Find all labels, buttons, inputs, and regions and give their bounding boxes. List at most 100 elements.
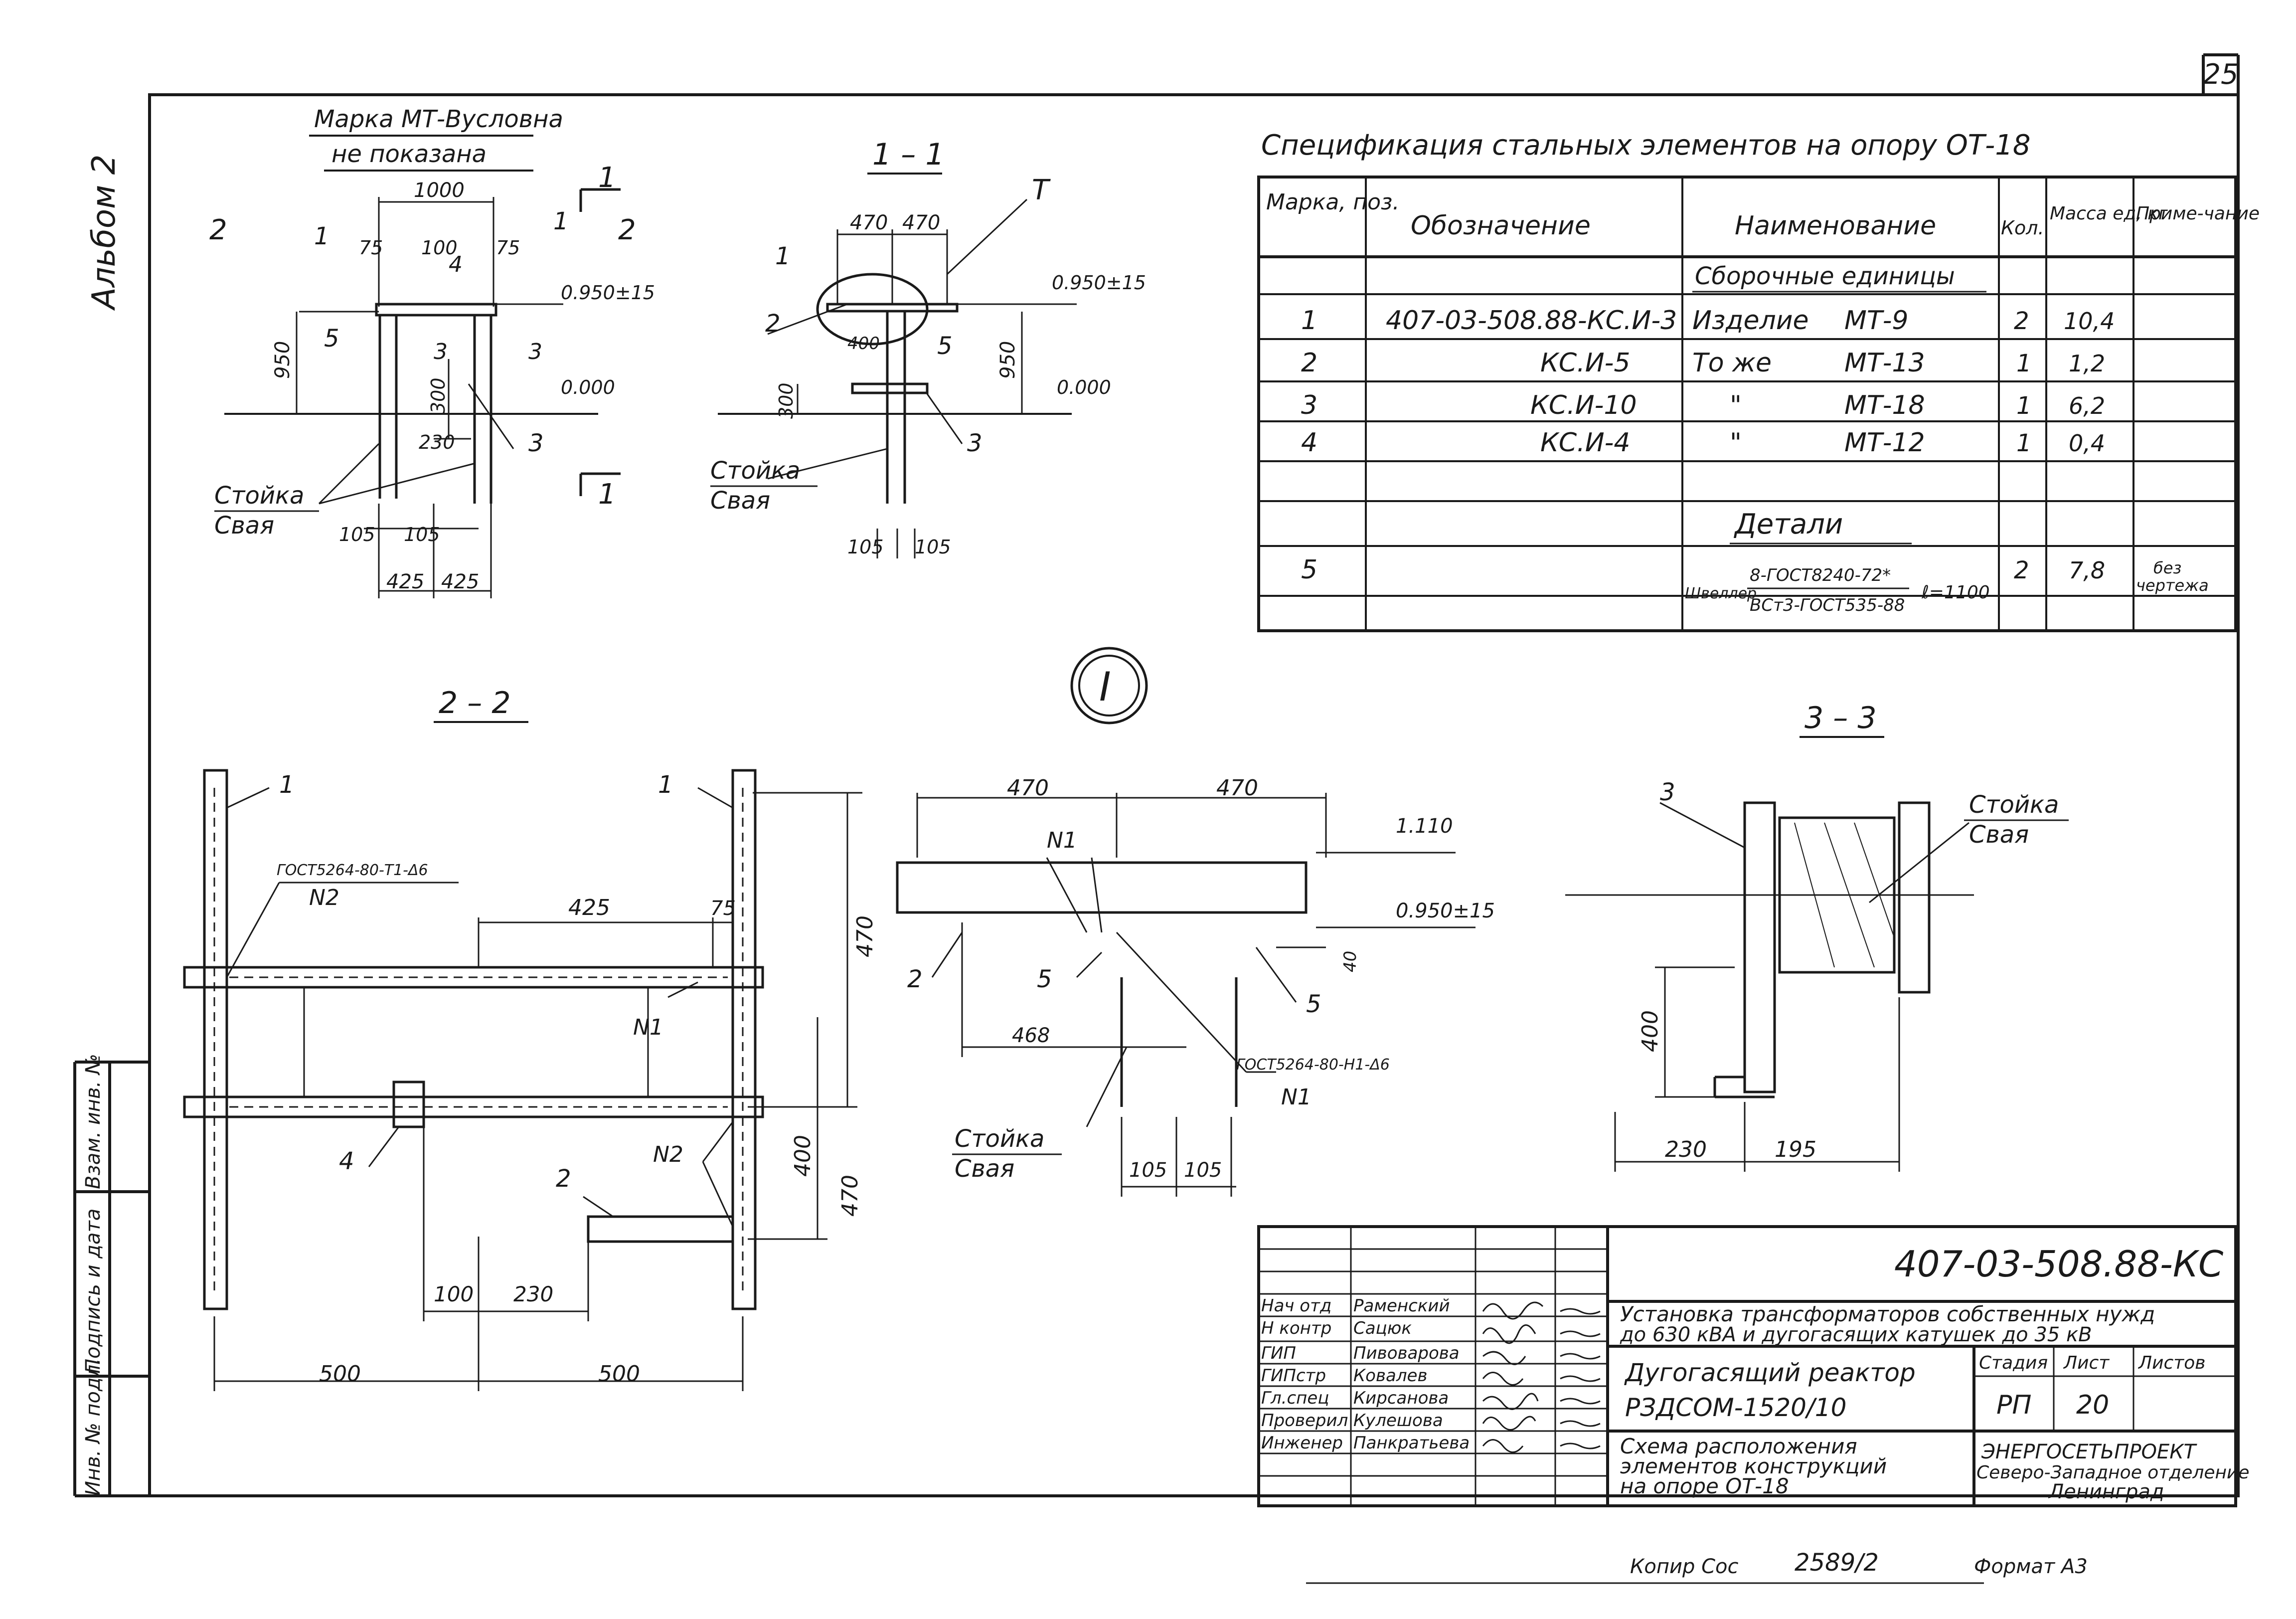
s11-pos-3: 3 [967,429,983,457]
s22-dim-75: 75 [710,897,736,920]
s22-pos-1b: 1 [658,771,673,799]
stage-header: Стадия [1979,1353,2048,1373]
role-3: ГИПстр [1261,1366,1326,1386]
main-cut-1a: 1 [598,162,616,194]
footer-format: Формат А3 [1974,1555,2088,1578]
spec-row5-note2: чертежа [2136,576,2209,595]
spec-row3-code: КС.И-10 [1530,390,1637,420]
spec-row1-name: Изделие [1692,306,1809,336]
main-dim-230: 230 [419,431,455,453]
s22-dim-500b: 500 [598,1361,640,1387]
main-post-label: Стойка [214,482,304,510]
s33-post-label: Стойка [1969,791,2059,819]
nd-dim-470b: 470 [1216,775,1258,801]
name-1: Сацюк [1353,1318,1412,1338]
s33-title: 3 – 3 [1804,701,1877,735]
s11-dim-105a: 105 [847,536,884,558]
s33-pile-label: Свая [1969,821,2029,849]
spec-header-name: Наименование [1735,211,1936,241]
section-3-3: 3 – 3 3 Стойка Свая 400 230 [1565,701,2069,1172]
spec-row3-name: " [1730,390,1742,420]
s11-level-zero: 0.000 [1057,376,1111,398]
main-pile-label: Свая [214,512,274,540]
s22-pos-1a: 1 [279,771,295,799]
node-detail: 470 470 N1 1.110 0.950±15 40 2 5 5 468 Г… [896,775,1495,1197]
s11-post-label: Стойка [710,457,800,485]
s22-weld-top: ГОСТ5264-80-Т1-Δ6 [277,862,428,879]
section-2-2: 2 – 2 [183,686,878,1391]
s11-pile-label: Свая [710,487,770,515]
name-5: Кулешова [1353,1411,1443,1431]
spec-row4-pos: 4 [1301,428,1317,458]
s33-dim-195: 195 [1775,1137,1816,1162]
main-dim-425b: 425 [441,570,479,593]
nd-n1: N1 [1047,828,1077,853]
spec-row2-name: То же [1692,348,1772,378]
s22-n2: N2 [653,1142,683,1167]
role-1: Н контр [1261,1318,1331,1338]
s11-dim-470b: 470 [902,211,940,234]
spec-row4-mass: 0,4 [2069,430,2105,457]
node-marker-label: I [1099,664,1111,710]
name-0: Раменский [1353,1296,1450,1316]
nd-dim-40: 40 [1340,951,1360,972]
main-dim-425a: 425 [386,570,424,593]
main-dim-105a: 105 [339,524,375,545]
spec-header-note: Приме-чание [2136,203,2260,224]
spec-row3-pos: 3 [1301,390,1317,420]
spec-row1-qty: 2 [2014,307,2029,335]
org-line1: ЭНЕРГОСЕТЬПРОЕКТ [1981,1440,2198,1463]
main-pos-5: 5 [324,325,339,353]
nd-pos-5a: 5 [1037,965,1052,993]
sheet-line2: элементов конструкций [1620,1454,1887,1478]
main-pos-4: 4 [449,252,463,277]
main-dim-950: 950 [271,341,294,379]
main-dim-75a: 75 [359,237,383,259]
node-marker: I [1070,647,1148,724]
s22-dim-500a: 500 [319,1361,361,1387]
main-cut-3a: 3 [434,339,448,364]
spec-row5-qty: 2 [2014,556,2029,584]
s22-dim-400: 400 [790,1135,816,1177]
spec-row5-pos: 5 [1301,555,1317,585]
title-block: 407-03-508.88-КС Нач отд Н контр ГИП ГИП… [1257,1225,2250,1507]
spec-row2-pos: 2 [1301,348,1317,378]
nd-weld-n: N1 [1281,1084,1312,1110]
role-6: Инженер [1261,1433,1343,1453]
note-line1: Марка МТ-Вусловна [314,105,563,133]
nd-dim-105a: 105 [1129,1159,1167,1182]
org-line2: Северо-Западное отделение [1976,1462,2250,1483]
name-2: Пивоварова [1353,1343,1460,1363]
s22-dim-470: 470 [852,915,878,957]
album-label: Альбом 2 [86,155,123,311]
spec-row5-mass: 7,8 [2069,557,2105,584]
spec-table: Спецификация стальных элементов на опору… [1257,129,2260,632]
s22-title: 2 – 2 [439,686,511,720]
spec-group-assemblies: Сборочные единицы [1695,262,1955,290]
s11-title: 1 – 1 [872,137,945,172]
footer-copied: Копир Сос [1630,1555,1739,1578]
spec-row2-mark: МТ-13 [1844,348,1925,378]
s11-dim-105b: 105 [915,536,951,558]
main-dim-105b: 105 [404,524,440,545]
s22-pos-2: 2 [556,1165,571,1193]
main-cut-2b: 2 [618,214,636,246]
nd-weld: ГОСТ5264-80-Н1-Δ6 [1236,1056,1390,1074]
spec-row5-prefix: Швеллер [1685,585,1757,602]
main-level-zero: 0.000 [561,376,615,398]
main-level-top: 0.950±15 [561,282,655,304]
main-cut-2: 2 [209,214,227,246]
role-2: ГИП [1261,1343,1296,1363]
spec-header-pos: Марка, поз. [1266,189,1399,215]
s33-pos-3: 3 [1660,778,1675,806]
spec-row2-mass: 1,2 [2069,350,2105,377]
s11-pos-1: 1 [775,242,791,270]
spec-row2-code: КС.И-5 [1540,348,1631,378]
sheets-header: Листов [2137,1353,2205,1373]
name-4: Кирсанова [1353,1388,1449,1408]
project-line1: Установка трансформаторов собственных ну… [1620,1302,2155,1326]
org-line3: Ленинград [2048,1480,2164,1503]
spec-row5-note1: без [2153,558,2181,577]
spec-row5-length: ℓ=1100 [1921,582,1990,603]
